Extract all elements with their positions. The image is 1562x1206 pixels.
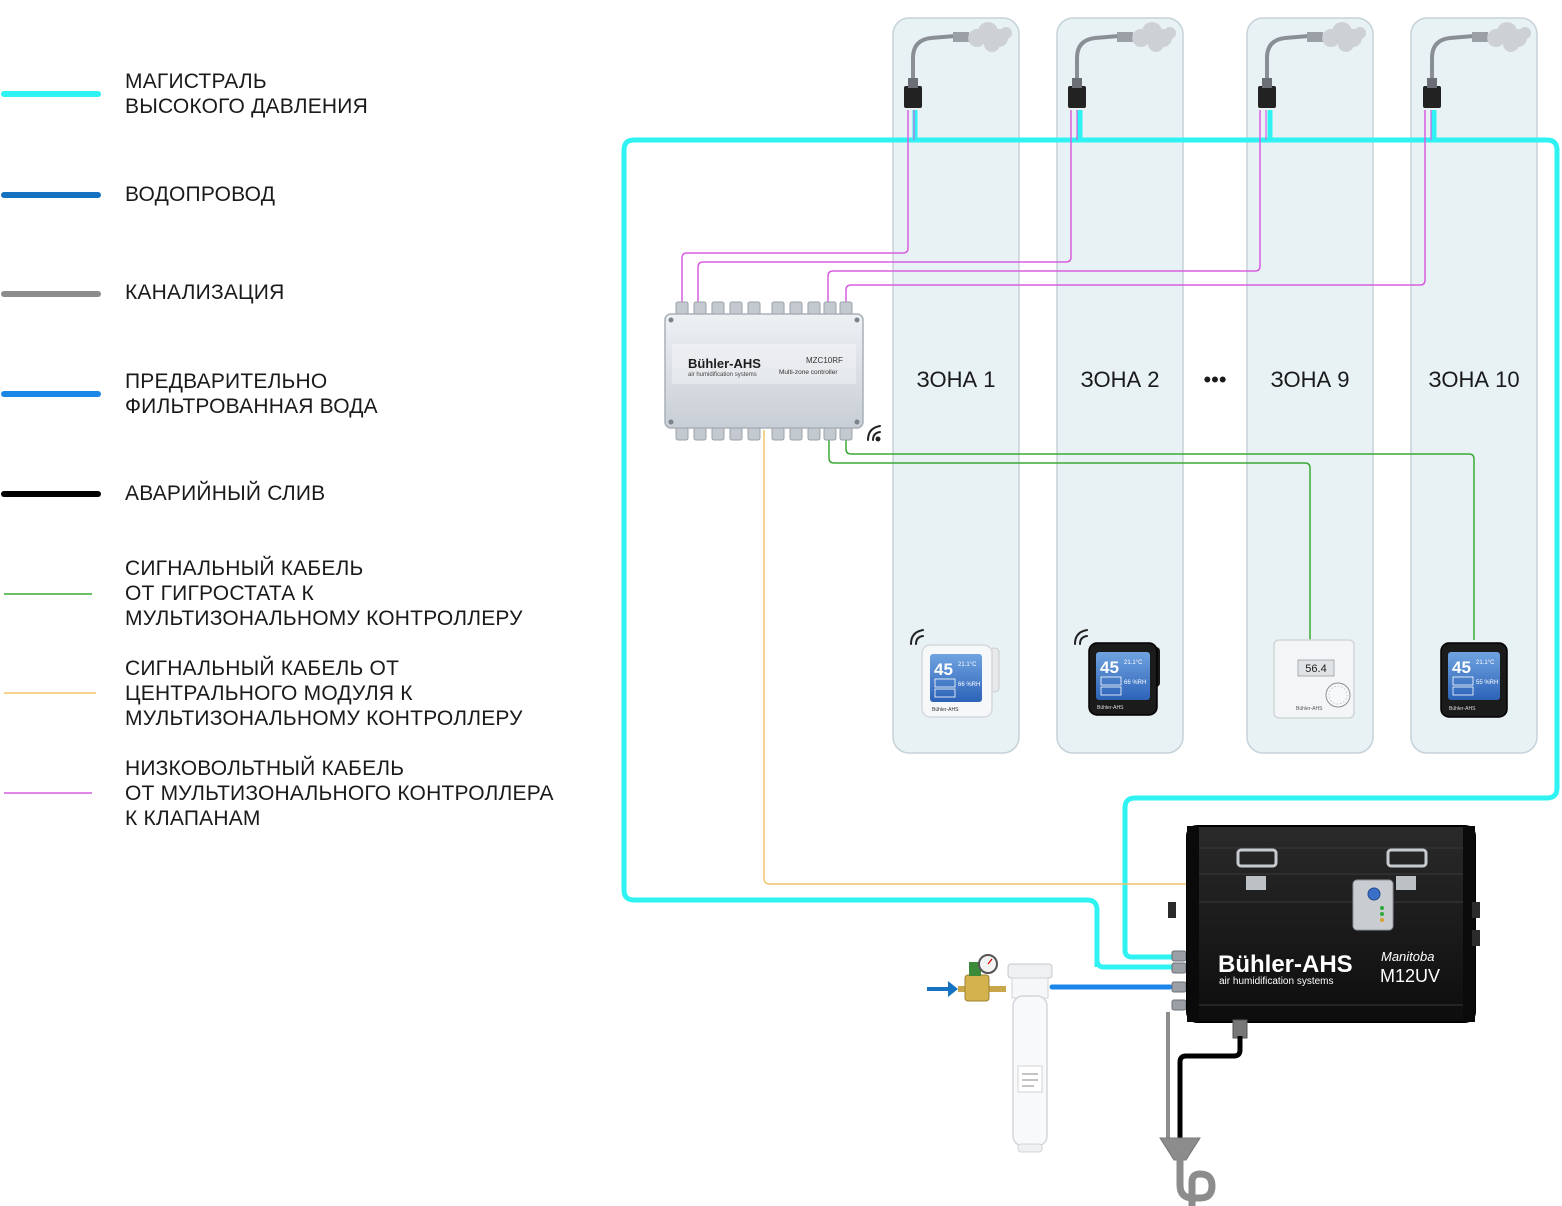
high-pressure-line	[621, 110, 1560, 970]
hygrostat-display-value: 45	[1100, 658, 1119, 677]
zone-column-9	[1246, 17, 1374, 754]
hygrostat-zone-9[interactable]: 56.4 Bühler-AHS	[1273, 639, 1355, 719]
unit-brand: Bühler-AHS	[1218, 951, 1353, 978]
water-inlet-arrow-icon	[927, 981, 958, 997]
controller-name: Multi-zone controller	[779, 369, 838, 376]
signal-central-cable	[763, 430, 1186, 885]
zone-column-1	[892, 17, 1020, 754]
zones-ellipsis: •••	[1203, 367, 1226, 392]
nozzle-zone-9	[1258, 22, 1366, 108]
legend-item-signal-hygrostat: СИГНАЛЬНЫЙ КАБЕЛЬ ОТ ГИГРОСТАТА К МУЛЬТИ…	[4, 556, 523, 630]
power-button[interactable]	[1367, 887, 1381, 901]
unit-sub: air humidification systems	[1219, 976, 1333, 987]
legend-item-water-supply: ВОДОПРОВОД	[1, 183, 275, 206]
legend-item-signal-central: СИГНАЛЬНЫЙ КАБЕЛЬ ОТ ЦЕНТРАЛЬНОГО МОДУЛЯ…	[4, 656, 523, 730]
unit-model: M12UV	[1380, 966, 1440, 986]
legend-label: ФИЛЬТРОВАННАЯ ВОДА	[125, 395, 378, 418]
legend-label: НИЗКОВОЛЬТНЫЙ КАБЕЛЬ	[125, 756, 404, 780]
legend-label: ПРЕДВАРИТЕЛЬНО	[125, 370, 327, 393]
mist-icon	[1132, 22, 1176, 52]
multizone-controller[interactable]: Bühler-AHS air humidification systems MZ…	[664, 301, 881, 442]
legend-item-prefiltered: ПРЕДВАРИТЕЛЬНО ФИЛЬТРОВАННАЯ ВОДА	[1, 370, 378, 418]
legend-label: МАГИСТРАЛЬ	[125, 70, 267, 93]
legend-label: ОТ МУЛЬТИЗОНАЛЬНОГО КОНТРОЛЛЕРА	[125, 782, 554, 805]
wireless-icon	[867, 425, 881, 442]
zone-label: ЗОНА 10	[1428, 367, 1519, 392]
mist-icon	[968, 22, 1012, 52]
nozzle-zone-1	[904, 22, 1012, 108]
hygrostat-brand: Bühler-AHS	[932, 707, 959, 713]
hygrostat-brand: Bühler-AHS	[1449, 706, 1476, 712]
hygrostat-display-value: 45	[934, 660, 953, 679]
legend-item-low-voltage: НИЗКОВОЛЬТНЫЙ КАБЕЛЬ ОТ МУЛЬТИЗОНАЛЬНОГО…	[4, 756, 554, 830]
hygrostat-brand: Bühler-AHS	[1097, 705, 1124, 711]
legend-label: СИГНАЛЬНЫЙ КАБЕЛЬ ОТ	[125, 656, 399, 680]
hygrostat-zone-1[interactable]: 45 21.1°C 66 %RH Bühler-AHS	[910, 629, 1000, 718]
legend-label: ВЫСОКОГО ДАВЛЕНИЯ	[125, 95, 368, 118]
manitoba-unit[interactable]: Bühler-AHS air humidification systems Ma…	[1168, 825, 1480, 1039]
legend: МАГИСТРАЛЬ ВЫСОКОГО ДАВЛЕНИЯ ВОДОПРОВОД …	[1, 70, 554, 830]
hygrostat-rh: 55 %RH	[1476, 680, 1498, 686]
zone-column-10	[1410, 17, 1538, 754]
hygrostat-zone-2[interactable]: 45 21.1°C 66 %RH Bühler-AHS	[1074, 629, 1160, 716]
low-voltage-cables	[681, 110, 1432, 302]
controller-brand: Bühler-AHS	[688, 356, 761, 371]
hygrostat-temp: 21.1°C	[1124, 660, 1143, 666]
zone-label: ЗОНА 1	[916, 367, 995, 392]
legend-label: АВАРИЙНЫЙ СЛИВ	[125, 481, 325, 505]
zone-label: ЗОНА 2	[1080, 367, 1159, 392]
nozzle-zone-2	[1068, 22, 1176, 108]
hygrostat-display-value: 45	[1452, 658, 1471, 677]
hygrostat-temp: 21.1°C	[958, 662, 977, 668]
water-supply	[927, 954, 1173, 1153]
legend-label: ОТ ГИГРОСТАТА К	[125, 582, 314, 605]
control-panel	[1352, 879, 1394, 931]
hygrostat-brand: Bühler-AHS	[1296, 706, 1323, 712]
wireless-icon	[1074, 629, 1088, 645]
mist-icon	[1487, 22, 1531, 52]
legend-label: МУЛЬТИЗОНАЛЬНОМУ КОНТРОЛЛЕРУ	[125, 607, 523, 630]
nozzles	[904, 22, 1531, 108]
controller-sub: air humidification systems	[688, 372, 757, 378]
dial-knob[interactable]	[1325, 682, 1351, 708]
zone-column-2	[1056, 17, 1184, 754]
legend-label: К КЛАПАНАМ	[125, 807, 261, 830]
drains	[1159, 1012, 1243, 1206]
legend-label: СИГНАЛЬНЫЙ КАБЕЛЬ	[125, 556, 364, 580]
hygrostat-display-value: 56.4	[1305, 663, 1326, 675]
legend-label: ВОДОПРОВОД	[125, 183, 275, 206]
wireless-icon	[910, 629, 924, 645]
zone-label: ЗОНА 9	[1270, 367, 1349, 392]
handle-right[interactable]	[1386, 848, 1428, 868]
mist-icon	[1322, 22, 1366, 52]
handle-left[interactable]	[1236, 848, 1278, 868]
legend-label: КАНАЛИЗАЦИЯ	[125, 281, 284, 304]
hygrostat-zone-10[interactable]: 45 21.1°C 55 %RH Bühler-AHS	[1440, 642, 1508, 718]
hygrostat-rh: 66 %RH	[1124, 680, 1146, 686]
hygrostat-temp: 21.1°C	[1476, 660, 1495, 666]
controller-model: MZC10RF	[806, 356, 843, 365]
legend-label: МУЛЬТИЗОНАЛЬНОМУ КОНТРОЛЛЕРУ	[125, 707, 523, 730]
nozzle-zone-10	[1423, 22, 1531, 108]
signal-hygrostat-cables	[828, 440, 1475, 640]
legend-label: ЦЕНТРАЛЬНОГО МОДУЛЯ К	[125, 682, 413, 705]
legend-item-emergency-drain: АВАРИЙНЫЙ СЛИВ	[1, 481, 325, 505]
legend-item-high-pressure: МАГИСТРАЛЬ ВЫСОКОГО ДАВЛЕНИЯ	[1, 70, 368, 118]
legend-item-sewage: КАНАЛИЗАЦИЯ	[1, 281, 284, 304]
unit-series: Manitoba	[1381, 949, 1434, 964]
hygrostat-rh: 66 %RH	[958, 682, 980, 688]
zones: ЗОНА 1 ЗОНА 2 ЗОНА 9 ЗОНА 10 •••	[892, 17, 1538, 754]
